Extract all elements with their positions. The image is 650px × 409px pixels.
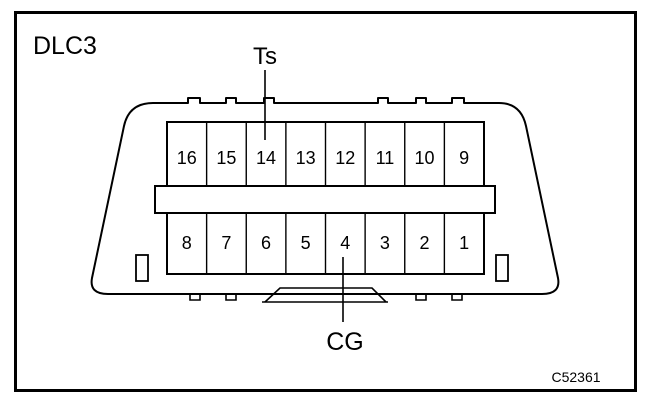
right-latch-slot [495, 254, 509, 282]
pin-number-1: 1 [459, 233, 469, 253]
pin-number-5: 5 [301, 233, 311, 253]
top-row-pins: 16 15 14 13 12 11 10 9 [177, 122, 469, 186]
pin-number-6: 6 [261, 233, 271, 253]
diagram-title: DLC3 [33, 32, 97, 60]
bottom-key [264, 287, 387, 303]
label-cg: CG [326, 328, 364, 356]
outer-frame [14, 11, 637, 392]
pin-number-8: 8 [182, 233, 192, 253]
bottom-notch-strip [189, 294, 463, 303]
pin-number-9: 9 [459, 148, 469, 168]
pin-number-11: 11 [376, 148, 395, 168]
pin-number-12: 12 [335, 148, 355, 168]
pin-number-2: 2 [420, 233, 430, 253]
pin-number-7: 7 [221, 233, 231, 253]
pin-number-15: 15 [216, 148, 236, 168]
pin-number-13: 13 [296, 148, 316, 168]
left-latch-slot [135, 254, 149, 282]
pin-number-4: 4 [340, 233, 350, 253]
connector-housing [90, 97, 560, 295]
pin-number-3: 3 [380, 233, 390, 253]
pin-number-16: 16 [177, 148, 197, 168]
bottom-row-pins: 8 7 6 5 4 3 2 1 [182, 213, 469, 274]
figure-code: C52361 [551, 369, 600, 385]
pin-number-14: 14 [256, 148, 276, 168]
center-divider [154, 185, 496, 214]
label-ts: Ts [253, 43, 277, 70]
pin-number-10: 10 [415, 148, 435, 168]
